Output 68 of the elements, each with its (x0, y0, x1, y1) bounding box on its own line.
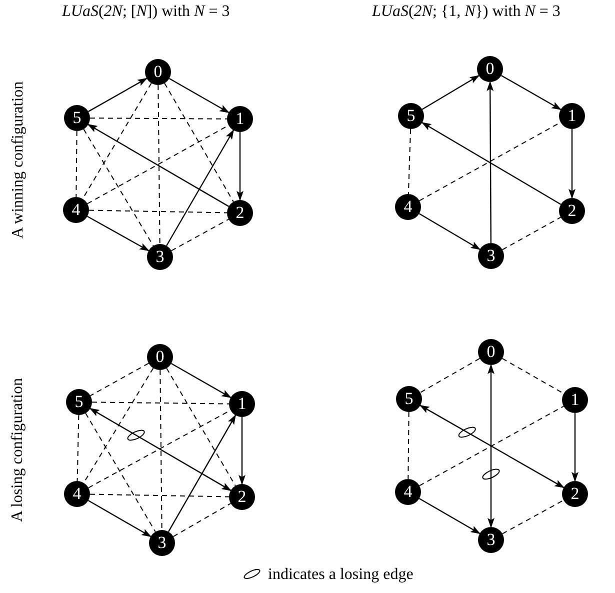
dashed-line (83, 128, 154, 246)
arrow (168, 78, 230, 114)
node-circle: 2 (227, 200, 253, 226)
dashed-line (502, 216, 562, 250)
arrow (168, 414, 236, 532)
dashed-line (158, 84, 160, 244)
dashed-line (420, 358, 480, 394)
node-circle: 2 (562, 481, 588, 507)
node-circle: 3 (478, 527, 504, 553)
dashed-line (90, 494, 230, 498)
row-label: A winning configuration (9, 81, 28, 239)
dashed-line (408, 128, 412, 194)
arrow (500, 74, 562, 110)
arrow (166, 129, 234, 246)
node-circle: 2 (229, 484, 255, 510)
node-circle: 1 (227, 106, 253, 132)
row-label: A losing configuration (9, 378, 27, 522)
double-arrow (488, 364, 494, 528)
dashed-line (90, 362, 150, 396)
legend-text: indicates a losing edge (268, 566, 414, 584)
node-circle: 0 (478, 339, 504, 365)
dashed-line (164, 82, 234, 202)
dashed-line (85, 412, 156, 532)
node-circle: 5 (398, 103, 424, 129)
dashed-line (502, 358, 564, 394)
arrow (572, 413, 578, 482)
node-circle: 4 (64, 481, 90, 507)
arrow (170, 362, 232, 398)
dashed-line (166, 368, 236, 486)
dashed-line (83, 368, 154, 484)
arrow (418, 498, 481, 534)
dashed-line (88, 210, 228, 214)
node-circle: 5 (396, 386, 422, 412)
dashed-line (90, 118, 228, 120)
dashed-line (408, 412, 410, 480)
node-circle: 0 (477, 56, 503, 82)
dashed-line (170, 218, 230, 252)
arrow (87, 216, 150, 252)
arrow (422, 75, 480, 110)
node-circle: 4 (395, 479, 421, 505)
node-circle: 1 (229, 391, 255, 417)
node-circle: 1 (562, 387, 588, 413)
arrow (418, 213, 481, 250)
arrow (486, 81, 494, 243)
node-circle: 4 (395, 194, 421, 220)
node-circle: 3 (147, 244, 173, 270)
node-circle: 2 (559, 198, 585, 224)
node-circle: 5 (64, 105, 90, 131)
node-circle: 4 (63, 197, 89, 223)
panel-title: LUaS(2N; {1, N}) with N = 3 (372, 3, 560, 21)
node-circle: 0 (145, 59, 171, 85)
dashed-line (172, 502, 232, 538)
node-circle: 3 (478, 243, 504, 269)
dashed-line (160, 370, 162, 530)
dashed-line (76, 414, 80, 482)
dashed-line (92, 402, 230, 404)
node-circle: 3 (149, 530, 175, 556)
node-circle: 0 (147, 344, 173, 370)
arrow (88, 500, 152, 538)
node-circle: 1 (559, 103, 585, 129)
node-circle: 5 (66, 389, 92, 415)
arrow (238, 417, 246, 485)
dashed-line (502, 500, 564, 534)
dashed-line (76, 130, 78, 198)
arrow (236, 132, 244, 201)
arrow (568, 129, 576, 199)
arrow (88, 78, 148, 112)
panel-title: LUaS(2N; [N]) with N = 3 (62, 3, 230, 21)
